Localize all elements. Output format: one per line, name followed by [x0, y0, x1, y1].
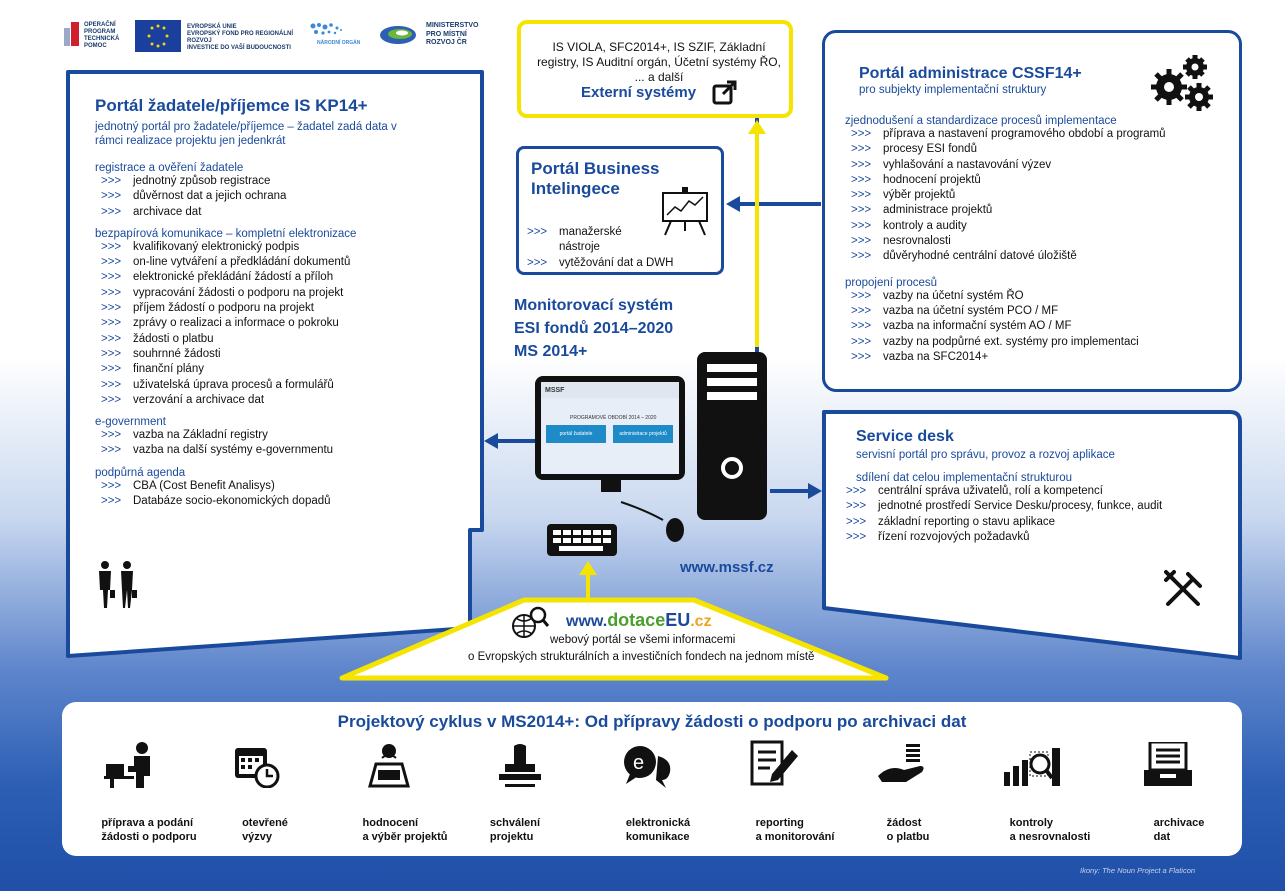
connector-dotace-yellow [586, 572, 590, 606]
connector-applicant [497, 439, 539, 443]
archive-icon [1144, 742, 1192, 786]
audit-chart-icon [1004, 748, 1060, 786]
report-icon [750, 740, 798, 786]
applicant-portal-shape [66, 70, 484, 658]
screen-heading: PROGRAMOVÉ OBDOBÍ 2014 – 2020 [570, 415, 657, 421]
screen-btn-applicant: portál žadatele [546, 425, 606, 443]
chart-board-icon [662, 187, 708, 236]
arrow-up-icon [748, 120, 766, 134]
people-icon [99, 561, 137, 608]
service-desk-title: Service desk [856, 428, 954, 445]
service-desk: Service desk servisní portál pro správu,… [840, 428, 1220, 545]
logo-nok: NÁRODNÍ ORGÁN [305, 20, 365, 52]
external-systems-title: Externí systémy [581, 84, 697, 101]
arrow-left-icon [726, 196, 740, 212]
dotace-line2: o Evropských strukturálních a investiční… [468, 651, 815, 663]
monitoring-title: Monitorovací systém ESI fondů 2014–2020 … [514, 297, 674, 360]
dots-logo-icon [310, 23, 342, 35]
external-link-icon [712, 80, 737, 105]
external-systems-box: IS VIOLA, SFC2014+, IS SZIF, Základní re… [517, 20, 793, 118]
screen-btn-admin: administrace projektů [613, 425, 673, 443]
eu-flag-icon [135, 20, 181, 52]
arrow-left-icon [484, 433, 498, 449]
cssf-portal: Portál administrace CSSF14+ pro subjekty… [822, 30, 1242, 392]
stamp-icon [499, 744, 541, 787]
applicant-portal-title: Portál žadatele/příjemce IS KP14+ [95, 96, 368, 115]
tools-icon [1164, 570, 1202, 606]
arrow-up-icon [579, 561, 597, 575]
globe-search-icon [512, 606, 550, 638]
arrow-right-icon [808, 483, 822, 499]
dotace-url[interactable]: www.dotaceEU.cz [566, 610, 712, 630]
connector-bi [737, 202, 821, 206]
payment-hand-icon [878, 744, 924, 782]
logo-mmr: MINISTERSTVO PRO MÍSTNÍ ROZVOJ ČR [378, 20, 508, 52]
bi-portal-title: Portál Business Intelingece [531, 159, 660, 198]
mmr-swoosh-icon [380, 26, 416, 44]
applicant-portal: Portál žadatele/příjemce IS KP14+ jednot… [95, 96, 475, 509]
laptop-user-icon [104, 742, 150, 788]
logo-op-tp: OPERAČNÍ PROGRAM TECHNICKÁ POMOC [64, 20, 124, 50]
chat-icon: e [624, 746, 671, 788]
logo-eu: EVROPSKÁ UNIE EVROPSKÝ FOND PRO REGIONÁL… [135, 20, 295, 52]
icon-credits: Ikony: The Noun Project a Flaticon [1080, 866, 1196, 875]
bi-portal: Portál Business Intelingece >>>manažersk… [516, 146, 724, 275]
cssf-portal-title: Portál administrace CSSF14+ [859, 65, 1082, 82]
dotace-shape [339, 597, 889, 681]
gears-icon [1151, 55, 1213, 111]
evaluation-icon [368, 744, 410, 788]
svg-text:e: e [633, 752, 644, 774]
mssf-url[interactable]: www.mssf.cz [680, 559, 774, 576]
calendar-clock-icon [235, 748, 280, 788]
connector-external-yellow [755, 132, 759, 347]
dotace-line1: webový portál se všemi informacemi [550, 634, 736, 646]
connector-service [770, 489, 810, 493]
cycle-title: Projektový cyklus v MS2014+: Od přípravy… [337, 712, 967, 731]
computer-icon [535, 352, 767, 556]
service-desk-shape [822, 410, 1242, 660]
screen-logo: MSSF [545, 387, 565, 394]
